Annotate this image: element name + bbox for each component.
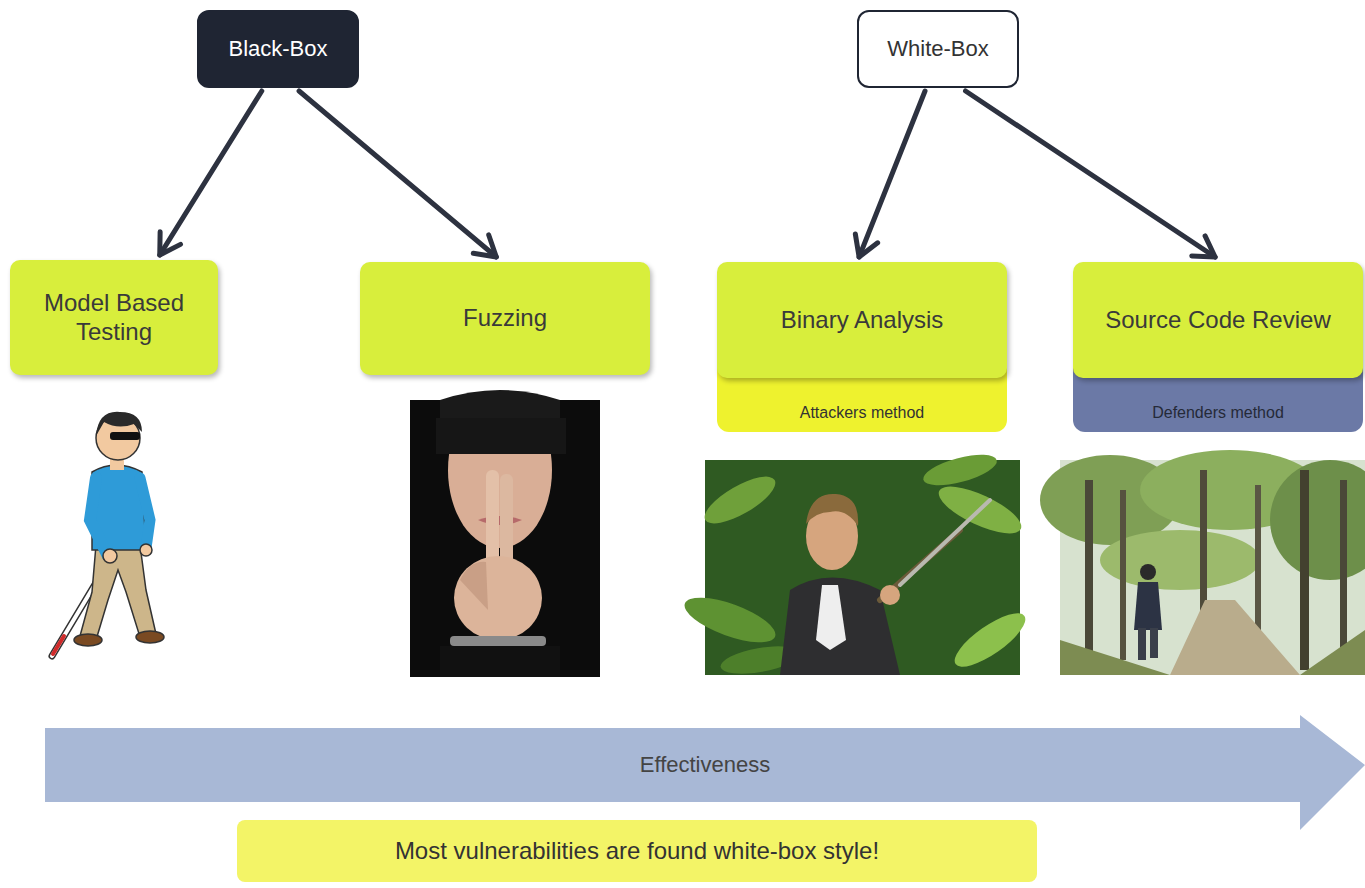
blindfold-photo-part	[450, 636, 546, 646]
blind-man-cartoon-part	[74, 634, 102, 646]
jungle-photo-part	[920, 449, 1000, 492]
box-label: Model Based Testing	[20, 289, 208, 347]
tree-arrow	[160, 91, 262, 255]
method-box: Binary Analysis	[717, 262, 1007, 378]
blind-man-cartoon-part	[136, 631, 164, 643]
forest-photo-part	[1270, 460, 1365, 580]
arrow-shape	[45, 715, 1365, 830]
blind-man-cartoon-part	[53, 636, 64, 654]
tree-arrow	[299, 91, 496, 257]
effectiveness-arrow: Effectiveness	[45, 715, 1365, 830]
jungle-photo	[679, 449, 1032, 679]
forest-photo-part	[1085, 480, 1093, 670]
jungle-photo-part	[698, 468, 781, 532]
jungle-photo-part	[780, 578, 900, 676]
blindfold-photo-part	[500, 474, 513, 566]
blindfold-photo-part	[436, 418, 566, 454]
tree-arrow	[966, 91, 1216, 257]
blindfold-photo-part	[410, 400, 600, 677]
blind-man-cartoon-part	[103, 549, 117, 563]
blind-man-cartoon-part	[140, 478, 150, 548]
blindfold-photo-part	[454, 556, 542, 640]
forest-photo-part	[1340, 480, 1347, 670]
blindfold-photo-part	[460, 562, 488, 610]
box-label: Fuzzing	[463, 304, 547, 333]
box-label: Binary Analysis	[781, 306, 944, 335]
method-box: Model Based Testing	[10, 260, 218, 375]
box-label: Source Code Review	[1105, 306, 1330, 335]
method-box: Fuzzing	[360, 262, 650, 375]
blindfold-photo-part	[486, 470, 499, 565]
jungle-photo-part	[948, 604, 1033, 675]
box-label: Most vulnerabilities are found white-box…	[395, 837, 879, 866]
forest-photo-part	[1300, 630, 1365, 675]
category-box: Black-Box	[197, 10, 359, 88]
box-label: Attackers method	[800, 403, 925, 422]
blind-man-cartoon-part	[140, 544, 152, 556]
conclusion-note: Most vulnerabilities are found white-box…	[237, 820, 1037, 882]
forest-photo-part	[1300, 470, 1309, 670]
jungle-photo-part	[806, 494, 858, 526]
jungle-photo-part	[900, 500, 990, 585]
category-box: White-Box	[857, 10, 1019, 88]
forest-photo-part	[1120, 490, 1126, 660]
blind-man-cartoon-part	[110, 432, 140, 440]
forest-photo-part	[1140, 564, 1156, 580]
jungle-photo-part	[816, 585, 846, 650]
box-label: Defenders method	[1152, 403, 1284, 422]
jungle-photo-part	[679, 589, 780, 652]
blind-man-cartoon-part	[90, 478, 108, 556]
method-box: Source Code Review	[1073, 262, 1363, 378]
box-label: Effectiveness	[640, 752, 770, 778]
forest-photo	[1040, 450, 1365, 675]
blindfold-photo	[410, 390, 600, 677]
forest-photo-part	[1134, 582, 1162, 630]
jungle-photo-part	[880, 585, 900, 605]
box-label: White-Box	[887, 36, 988, 62]
box-label: Black-Box	[228, 36, 327, 62]
forest-photo-part	[1138, 628, 1146, 660]
forest-photo-part	[1150, 628, 1158, 658]
tree-arrow	[859, 91, 925, 257]
forest-photo-part	[1170, 600, 1300, 675]
blind-man-cartoon	[52, 412, 164, 656]
blind-man-cartoon-part	[80, 545, 156, 640]
blindfold-photo-part	[440, 646, 560, 677]
